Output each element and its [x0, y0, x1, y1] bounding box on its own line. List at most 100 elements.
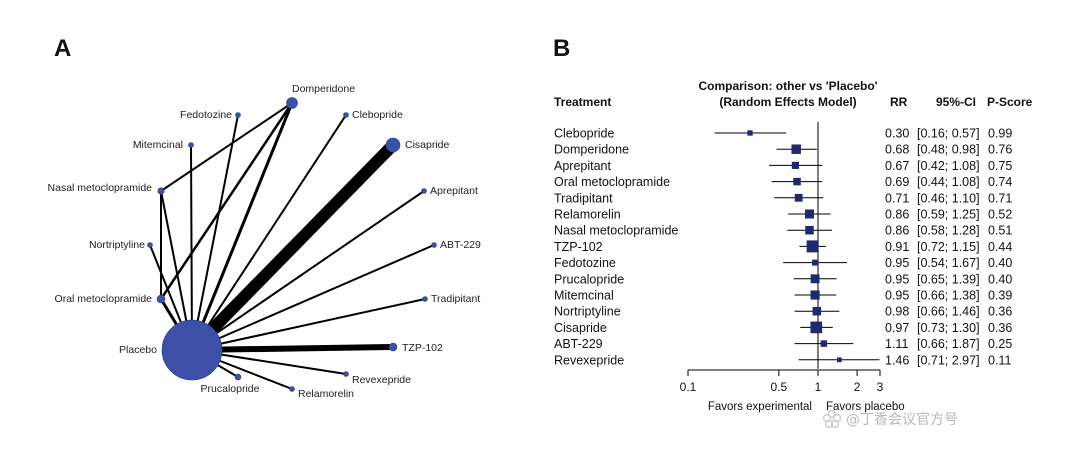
network-node-label-placebo: Placebo [119, 344, 157, 356]
point-estimate-square [810, 290, 820, 300]
treatment-label: Fedotozine [554, 256, 616, 270]
treatment-label: Nortriptyline [554, 305, 621, 319]
network-node-label-aprepitant: Aprepitant [430, 185, 478, 197]
point-estimate-square [810, 321, 823, 334]
panel-a-label: A [54, 35, 71, 62]
network-edge-placebo-cisapride [187, 140, 398, 355]
ci-value: [0.44; 1.08] [917, 175, 980, 189]
point-estimate-square [804, 209, 814, 219]
network-edge-placebo-tzp102 [191, 344, 394, 353]
network-node-tradipitant [422, 296, 428, 302]
x-axis-tick-label: 1 [815, 380, 822, 394]
network-node-label-prucalopride: Prucalopride [201, 383, 260, 395]
point-estimate-square [810, 274, 820, 284]
network-edge-placebo-clebopride [191, 114, 347, 351]
x-axis-tick-label: 0.1 [680, 380, 697, 394]
point-estimate-square [794, 193, 803, 202]
network-node-fedotozine [235, 112, 241, 118]
pscore-value: 0.44 [988, 240, 1012, 254]
pscore-value: 0.99 [988, 127, 1012, 141]
network-node-mitemcinal [188, 142, 194, 148]
column-header-treatment: Treatment [554, 95, 611, 109]
treatment-label: Relamorelin [554, 208, 621, 222]
favors-placebo-label: Favors placebo [826, 401, 905, 413]
ci-value: [0.54; 1.67] [917, 256, 980, 270]
network-node-label-nasal: Nasal metoclopramide [48, 182, 153, 194]
rr-value: 0.95 [885, 272, 909, 286]
pscore-value: 0.40 [988, 256, 1012, 270]
treatment-label: Mitemcinal [554, 289, 614, 303]
network-edge-placebo-tradipitant [191, 298, 426, 351]
network-node-prucalopride [234, 373, 242, 381]
rr-value: 0.86 [885, 208, 909, 222]
network-node-label-cisapride: Cisapride [405, 139, 450, 151]
network-node-clebopride [343, 112, 349, 118]
forest-title: Comparison: other vs 'Placebo' [698, 79, 877, 93]
network-node-placebo [161, 319, 223, 381]
network-edge-placebo-fedotozine [191, 114, 239, 351]
pscore-value: 0.25 [988, 337, 1012, 351]
network-node-label-mitemcinal: Mitemcinal [133, 139, 183, 151]
point-estimate-square [812, 306, 822, 316]
ci-value: [0.46; 1.10] [917, 191, 980, 205]
network-edge-placebo-abt229 [191, 244, 435, 351]
point-estimate-square [793, 177, 801, 186]
point-estimate-square [747, 130, 753, 136]
pscore-value: 0.36 [988, 321, 1012, 335]
point-estimate-square [812, 259, 819, 266]
network-node-domperidone [286, 97, 298, 109]
network-node-label-abt229: ABT-229 [440, 239, 481, 251]
forest-plot: Comparison: other vs 'Placebo' (Random E… [554, 79, 1033, 413]
treatment-label: Clebopride [554, 127, 615, 141]
point-estimate-square [820, 340, 828, 347]
treatment-label: Oral metoclopramide [554, 175, 670, 189]
x-axis-tick-label: 0.5 [771, 380, 788, 394]
rr-value: 0.71 [885, 191, 909, 205]
x-axis-tick-label: 2 [854, 380, 861, 394]
pscore-value: 0.39 [988, 289, 1012, 303]
ci-value: [0.71; 2.97] [917, 353, 980, 367]
column-header-pscore: P-Score [987, 95, 1033, 109]
ci-value: [0.66; 1.87] [917, 337, 980, 351]
ci-value: [0.16; 0.57] [917, 127, 980, 141]
ci-value: [0.66; 1.46] [917, 305, 980, 319]
ci-value: [0.59; 1.25] [917, 208, 980, 222]
network-node-label-tradipitant: Tradipitant [431, 293, 480, 305]
network-node-nasal [157, 187, 165, 195]
point-estimate-square [805, 225, 814, 235]
forest-subtitle: (Random Effects Model) [719, 95, 856, 109]
network-edge-placebo-aprepitant [191, 190, 425, 351]
pscore-value: 0.75 [988, 159, 1012, 173]
treatment-label: Tradipitant [554, 191, 613, 205]
x-axis-tick-label: 3 [877, 380, 884, 394]
network-edge-nasal-domperidone [160, 102, 293, 192]
network-edge-oral-domperidone [159, 102, 294, 300]
network-node-abt229 [431, 242, 437, 248]
rr-value: 0.68 [885, 143, 909, 157]
point-estimate-square [791, 161, 799, 169]
network-node-label-revexepride: Revexepride [352, 374, 411, 386]
watermark-text: @丁香会议官方号 [846, 412, 958, 428]
flower-icon [823, 410, 842, 429]
network-node-label-domperidone: Domperidone [292, 83, 355, 95]
rr-value: 0.95 [885, 289, 909, 303]
ci-value: [0.72; 1.15] [917, 240, 980, 254]
network-node-label-tzp102: TZP-102 [402, 342, 443, 354]
ci-value: [0.65; 1.39] [917, 272, 980, 286]
network-node-revexepride [343, 371, 349, 377]
network-node-label-nortriptyline: Nortriptyline [89, 239, 145, 251]
pscore-value: 0.74 [988, 175, 1012, 189]
rr-value: 1.11 [885, 337, 908, 351]
treatment-label: Nasal metoclopramide [554, 224, 678, 238]
